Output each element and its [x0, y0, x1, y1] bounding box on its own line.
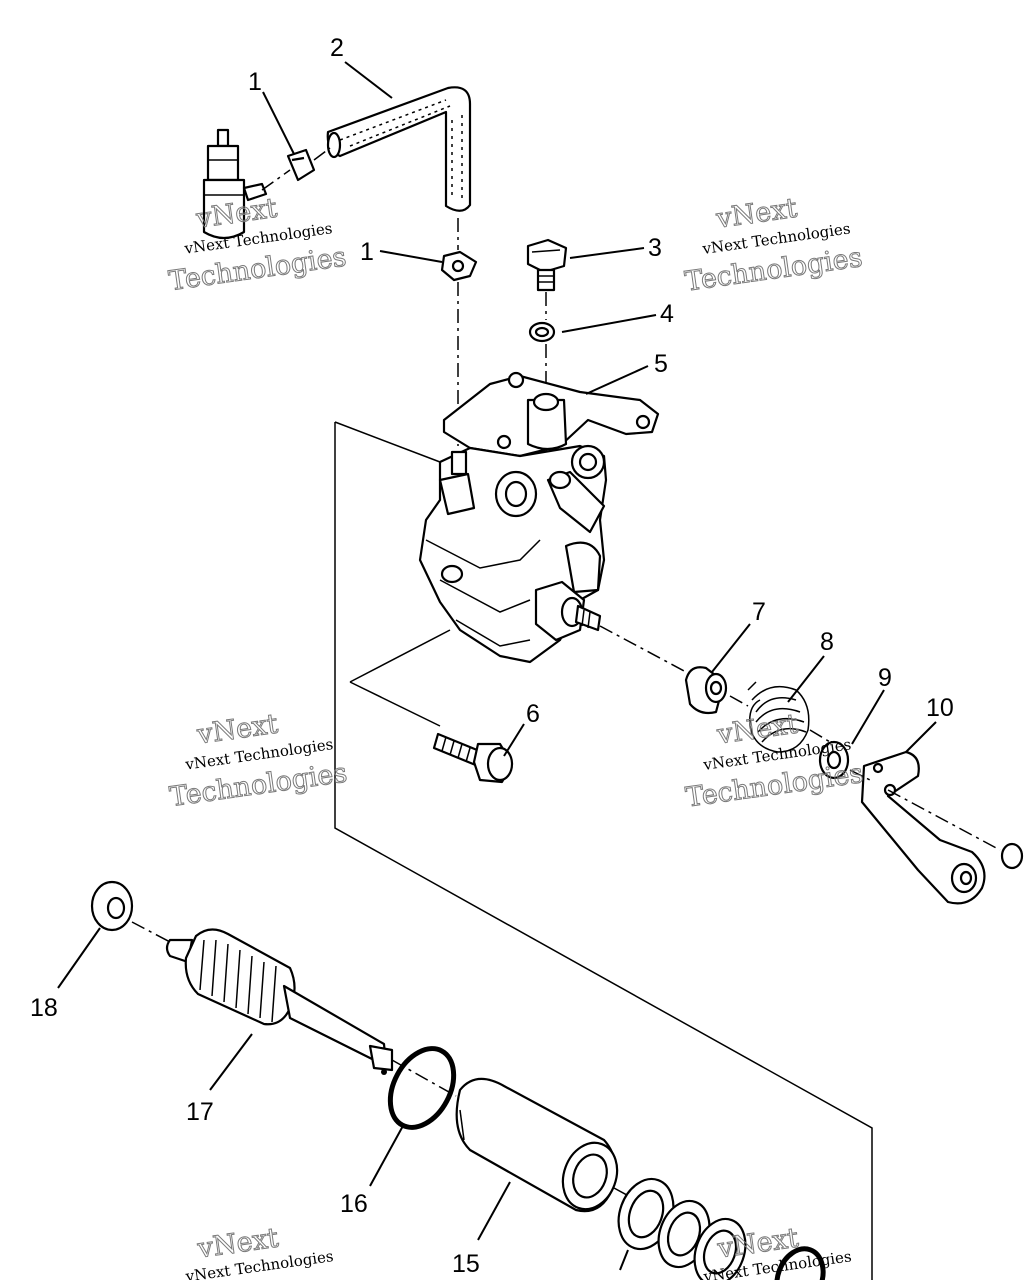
callout-7: 7	[752, 598, 766, 626]
assembly-boundary-lines	[334, 421, 873, 1280]
leader-lines	[57, 61, 937, 1271]
callout-18: 18	[30, 994, 58, 1022]
retaining-clip	[1000, 842, 1024, 870]
callout-10: 10	[926, 694, 954, 722]
pump-drive-sleeve	[455, 1077, 619, 1213]
callout-3: 3	[648, 234, 662, 262]
watermark-mid-left: vNext vNext Technologies Technologies	[167, 708, 349, 813]
watermark-top-left: vNext vNext Technologies Technologies	[166, 192, 348, 297]
pump-control-lever	[860, 750, 986, 905]
watermark-bottom-left: vNext vNext Technologies	[184, 1222, 335, 1280]
callout-8: 8	[820, 628, 834, 656]
oil-pump-body	[418, 371, 660, 664]
callout-labels: 1 2 1 3 4 5 6 7 8 9 10 15 16 17 18	[30, 34, 954, 1278]
callout-1-upper: 1	[248, 68, 262, 96]
callout-16: 16	[340, 1190, 368, 1218]
seal-washer-stack	[617, 1177, 826, 1280]
callout-9: 9	[878, 664, 892, 692]
watermark-top-right: vNext vNext Technologies Technologies	[683, 192, 865, 298]
sealing-washer	[528, 321, 556, 343]
callout-4: 4	[660, 300, 674, 328]
hose-clamp-upper	[286, 148, 316, 182]
callout-6: 6	[526, 700, 540, 728]
oil-tank-fitting	[202, 128, 268, 240]
banjo-bolt	[526, 238, 568, 292]
return-spring	[747, 681, 810, 753]
callout-5: 5	[654, 350, 668, 378]
hose-clamp-lower	[440, 250, 478, 282]
oil-hose	[326, 86, 472, 212]
drive-gear-shaft	[165, 928, 394, 1075]
thrust-washer	[90, 880, 134, 932]
callout-15: 15	[452, 1250, 480, 1278]
callout-17: 17	[186, 1098, 214, 1126]
callout-1-lower: 1	[360, 238, 374, 266]
spacer-bushing	[684, 666, 728, 715]
pump-mounting-screw	[432, 732, 514, 784]
callout-2: 2	[330, 34, 344, 62]
flat-washer	[818, 740, 850, 780]
